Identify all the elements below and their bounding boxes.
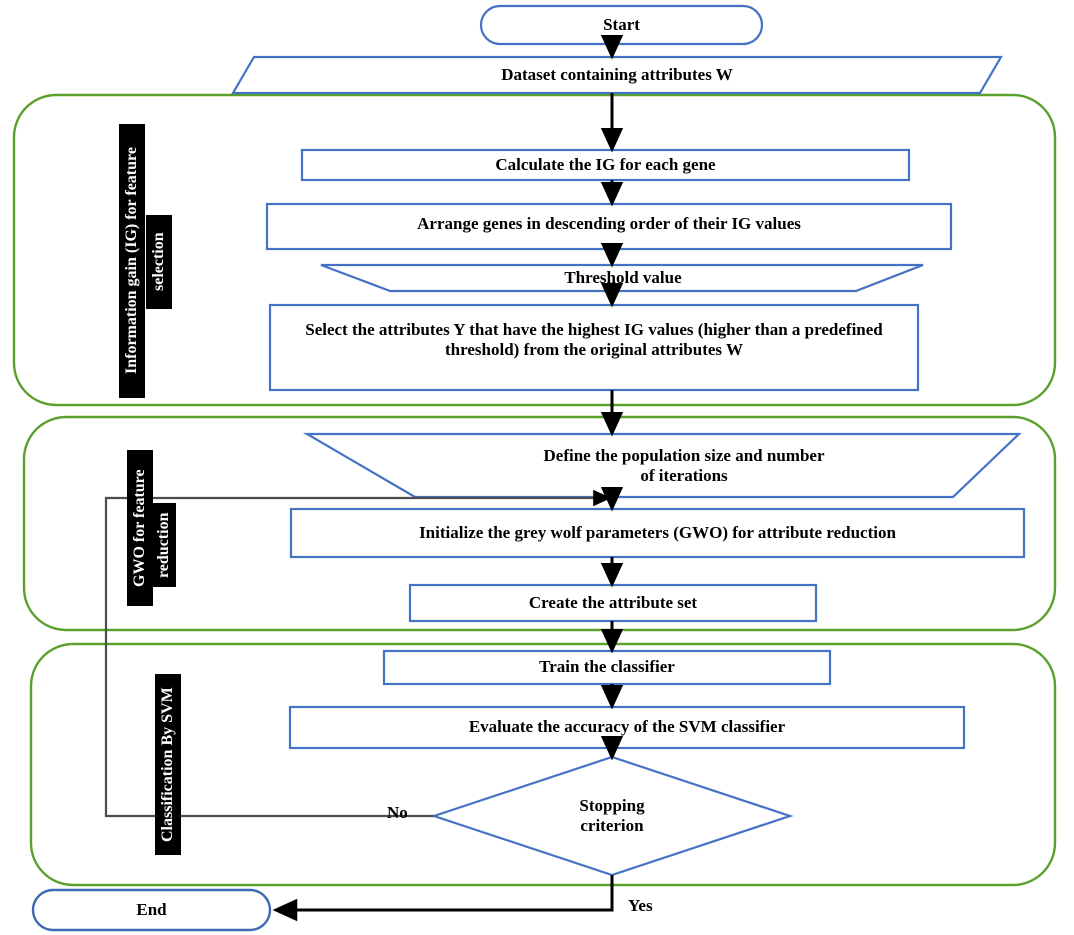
node-select-attrs-shape — [268, 303, 920, 392]
group-box-gwo — [22, 415, 1057, 632]
group-label-svm: Classification By SVM — [155, 674, 181, 855]
group-label-gwo-line1: GWO for feature — [127, 450, 153, 606]
group-box-ig — [12, 93, 1057, 407]
node-threshold-shape — [320, 263, 924, 293]
node-define-pop-shape — [302, 432, 1022, 499]
group-label-ig-line1: Information gain (IG) for feature — [119, 124, 145, 398]
group-label-gwo-line2: reduction — [152, 503, 176, 587]
node-end-shape — [31, 888, 272, 932]
node-evaluate-shape — [288, 705, 966, 750]
edge-label-no: No — [387, 803, 408, 822]
node-arrange-shape — [265, 202, 953, 251]
edge-yes-to-end — [272, 875, 614, 922]
edge-no-feedback — [104, 489, 612, 818]
node-start-shape — [479, 4, 764, 46]
node-train-shape — [382, 649, 832, 686]
node-stopping-shape — [430, 755, 794, 877]
group-label-ig-line2: selection — [146, 215, 172, 309]
node-create-set-shape — [408, 583, 818, 623]
group-box-svm — [29, 642, 1057, 887]
edge-label-yes: Yes — [628, 896, 653, 915]
node-init-gwo-shape — [289, 507, 1026, 559]
node-calc-ig-shape — [300, 148, 911, 182]
node-dataset-shape — [231, 55, 1003, 95]
